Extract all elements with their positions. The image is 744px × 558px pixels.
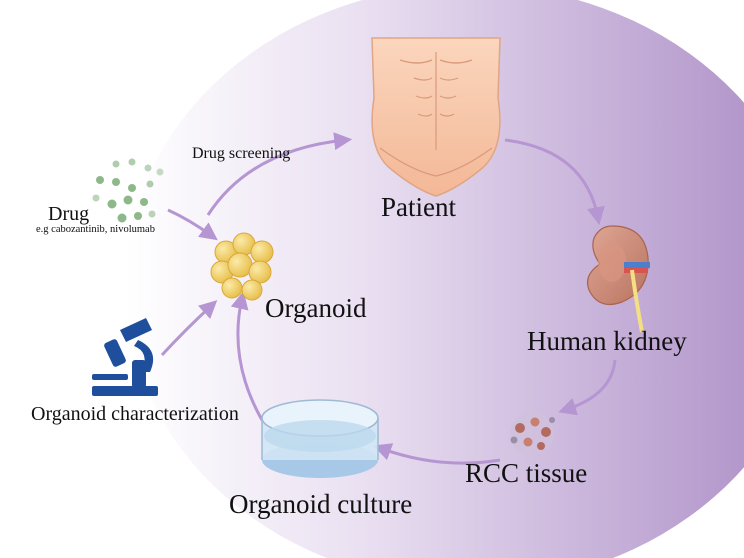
arrow-rcc-to-culture bbox=[373, 443, 501, 465]
microscope-icon bbox=[92, 318, 158, 396]
arrow-characterization-to-organoid bbox=[160, 300, 218, 357]
drug-label: Drug bbox=[48, 203, 90, 225]
organoid-icon bbox=[210, 232, 274, 301]
drug-examples-label: e.g cabozantinib, nivolumab bbox=[36, 224, 155, 235]
arrow-culture-to-organoid bbox=[230, 290, 264, 421]
patient-label: Patient bbox=[381, 192, 456, 222]
arrow-kidney-to-rcc bbox=[558, 359, 617, 416]
organoid-culture-label: Organoid culture bbox=[229, 489, 413, 519]
rcc-tissue-icon bbox=[510, 412, 555, 456]
kidney-icon bbox=[587, 225, 650, 333]
organoid-label: Organoid bbox=[265, 293, 367, 323]
arrow-drug-screening bbox=[206, 132, 353, 216]
drug-screening-label: Drug screening bbox=[192, 145, 291, 162]
drug-particles-icon bbox=[92, 158, 164, 223]
organoid-characterization-label: Organoid characterization bbox=[31, 403, 239, 425]
patient-torso-icon bbox=[371, 37, 501, 197]
human-kidney-label: Human kidney bbox=[527, 326, 687, 356]
arrow-patient-to-kidney bbox=[504, 138, 605, 226]
petri-dish-icon bbox=[261, 399, 379, 478]
arrow-drug-to-organoid bbox=[167, 208, 218, 241]
rcc-tissue-label: RCC tissue bbox=[465, 458, 588, 488]
